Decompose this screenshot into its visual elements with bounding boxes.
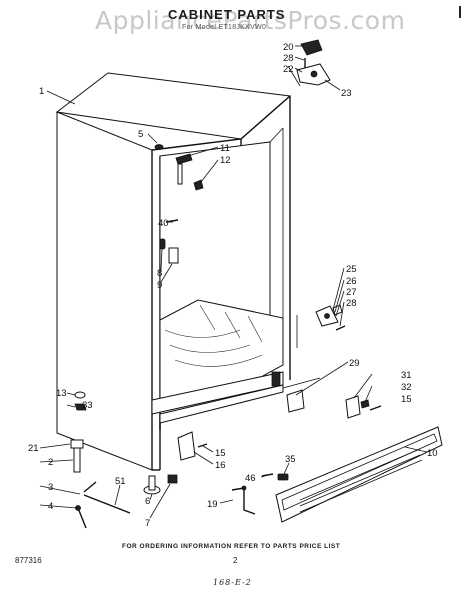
handwritten-note: 168-E-2 xyxy=(213,578,252,587)
part-cap-13 xyxy=(74,391,86,399)
callout-7: 7 xyxy=(145,518,150,529)
cabinet-body xyxy=(55,72,292,471)
part-bracket-19 xyxy=(231,485,256,515)
watermark: AppliancePartsPros.com xyxy=(95,6,406,35)
page-number: 2 xyxy=(233,556,238,565)
part-bracket-15-16 xyxy=(177,431,208,461)
part-bracket-31-32 xyxy=(345,395,382,419)
callout-20: 20 xyxy=(283,42,294,53)
part-toe-grille-10 xyxy=(275,426,443,523)
callout-4: 4 xyxy=(48,501,53,512)
callout-1: 1 xyxy=(39,86,44,97)
callout-32: 32 xyxy=(401,382,412,393)
callout-5: 5 xyxy=(138,129,143,140)
callout-13: 13 xyxy=(56,388,67,399)
part-hinge-bracket-11 xyxy=(175,153,193,185)
callout-22: 22 xyxy=(283,64,294,75)
callout-46: 46 xyxy=(245,473,256,484)
corner-mark xyxy=(459,6,461,18)
callout-10: 10 xyxy=(427,448,438,459)
part-hinge-22-23 xyxy=(287,63,331,87)
part-block-9 xyxy=(168,247,179,264)
part-nut-33 xyxy=(74,403,87,411)
callout-15-right: 15 xyxy=(401,394,412,405)
part-screw-5 xyxy=(154,144,164,150)
callout-40: 40 xyxy=(158,218,169,229)
callout-15-left: 15 xyxy=(215,448,226,459)
diagram-title: CABINET PARTS xyxy=(168,7,286,22)
callout-25: 25 xyxy=(346,264,357,275)
callout-11: 11 xyxy=(220,143,230,154)
part-leg-21-2 xyxy=(70,439,84,473)
callout-numbers: 1 2 3 4 5 6 7 8 9 10 11 12 13 15 15 15 1… xyxy=(28,42,438,529)
callout-26: 26 xyxy=(346,276,357,287)
callout-35: 35 xyxy=(285,454,296,465)
ordering-note: FOR ORDERING INFORMATION REFER TO PARTS … xyxy=(122,543,341,550)
callout-31: 31 xyxy=(401,370,412,381)
callout-6: 6 xyxy=(145,496,150,507)
leader-lines xyxy=(39,45,428,519)
part-screw-46 xyxy=(261,473,274,477)
callout-23: 23 xyxy=(341,88,352,99)
callout-8: 8 xyxy=(157,268,162,279)
diagram-subtitle: For Model ET18JKXVW0 xyxy=(182,24,267,31)
callout-16: 16 xyxy=(215,460,226,471)
part-rod-51 xyxy=(83,481,131,514)
callout-28-top: 28 xyxy=(283,53,294,64)
part-bracket-29 xyxy=(282,377,321,413)
callout-2: 2 xyxy=(48,457,53,468)
document-number: 877316 xyxy=(15,556,42,565)
callout-9: 9 xyxy=(157,280,162,291)
part-bolt-4 xyxy=(75,505,87,529)
callout-21: 21 xyxy=(28,443,39,454)
callout-51: 51 xyxy=(115,476,126,487)
part-cam-12 xyxy=(193,179,204,191)
callout-12: 12 xyxy=(220,155,231,166)
callout-28-mid: 28 xyxy=(346,298,357,309)
part-leveler-6-7 xyxy=(143,474,178,495)
callout-29: 29 xyxy=(349,358,360,369)
part-clip-35 xyxy=(277,473,289,481)
callout-33: 33 xyxy=(82,400,93,411)
callout-3: 3 xyxy=(48,482,53,493)
part-insert-8 xyxy=(159,238,166,250)
callout-19: 19 xyxy=(207,499,218,510)
part-hinge-cover-20 xyxy=(300,39,323,56)
callout-27: 27 xyxy=(346,287,357,298)
